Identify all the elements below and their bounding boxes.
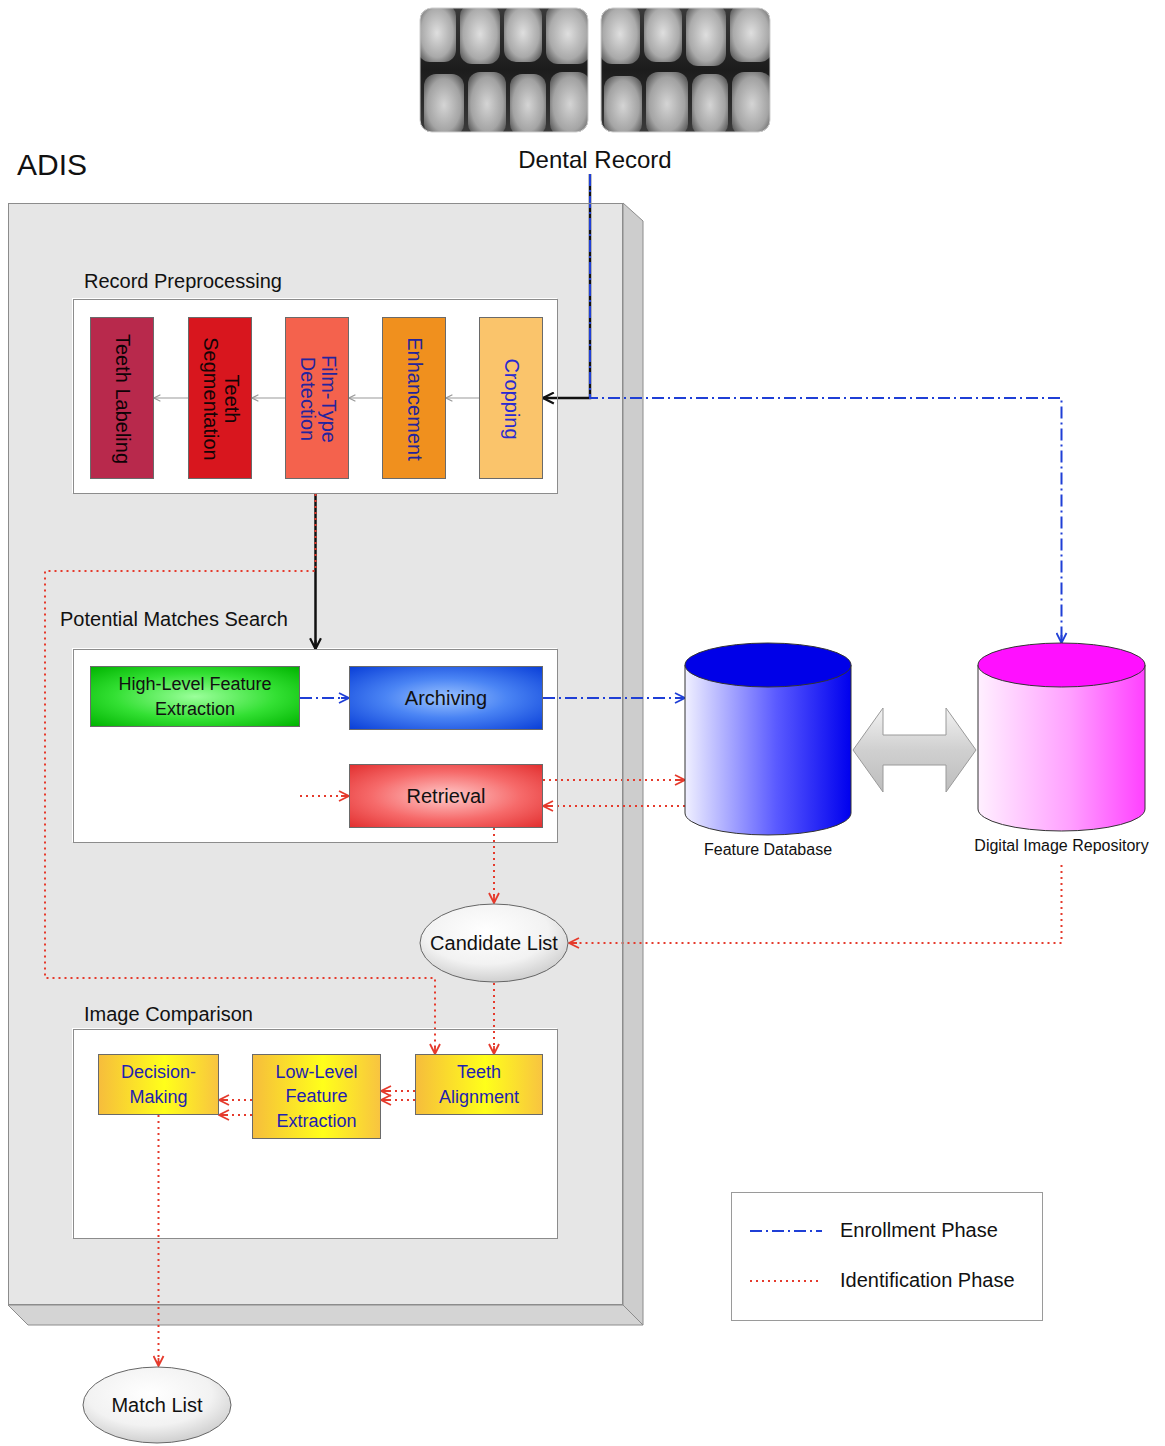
connector [219,1114,252,1116]
line-sample [746,1216,826,1246]
line-sample [746,1266,826,1296]
legend-label: Enrollment Phase [840,1219,998,1242]
group-fill [72,298,557,493]
process-label: Cropping [480,318,544,480]
line-sample-stroke [750,1230,822,1232]
panel-bottom [8,1305,643,1325]
process-box: Retrieval [349,764,543,828]
process-label: Archiving [400,685,492,712]
group-box: Potential Matches SearchHigh-Level Featu… [73,649,558,843]
cylinder-body [978,665,1145,831]
process-label: Teeth Labeling [91,318,155,480]
process-box: Decision-Making [98,1054,219,1115]
process-box: Archiving [349,666,543,730]
cylinder-shape [978,643,1145,831]
process-label: Teeth Segmentation [189,318,253,480]
connector [381,1090,415,1092]
ellipse-label: Candidate List [430,930,558,956]
connector [349,398,382,399]
legend: Enrollment PhaseIdentification Phase [731,1192,1043,1321]
panel-fill [8,203,623,1305]
database-label: Digital Image Repository [974,837,1148,855]
process-label: Enhancement [383,318,447,480]
connector [493,828,495,903]
group-heading: Potential Matches Search [60,608,288,631]
group-fill [72,1028,557,1238]
database-label: Feature Database [704,841,832,859]
connector [300,795,349,797]
system-panel: ADISRecord PreprocessingCroppingEnhancem… [8,203,623,1305]
data-ellipse: Match List [82,1366,232,1444]
connector [446,398,479,399]
panel-side [623,203,643,1325]
group-box: Image ComparisonDecision-MakingLow-Level… [73,1029,558,1239]
legend-label: Identification Phase [840,1269,1015,1292]
process-label: Low-Level Feature Extraction [253,1060,380,1133]
ellipse-outline [83,1367,231,1443]
group-box: Record PreprocessingCroppingEnhancementF… [73,299,558,494]
process-box: Teeth Labeling [90,317,154,479]
process-label: Film-Type Detection [286,318,350,480]
process-box: Cropping [479,317,543,479]
connector [543,805,685,807]
legend-row: Enrollment Phase [732,1216,1042,1246]
cylinder-body [685,665,851,835]
legend-row: Identification Phase [732,1266,1042,1296]
connector [154,398,188,399]
process-label: High-Level Feature Extraction [91,672,299,721]
process-label: Decision-Making [99,1060,218,1109]
process-box: High-Level Feature Extraction [90,666,300,727]
connector [543,174,590,398]
data-ellipse: Candidate List [419,903,569,983]
connector [543,779,685,781]
connector [219,1099,252,1101]
connector [590,174,1062,643]
process-box: Teeth Alignment [415,1054,543,1115]
process-label: Retrieval [402,783,491,810]
process-box: Enhancement [382,317,446,479]
database-cylinder: Feature Database [685,643,851,835]
group-heading: Record Preprocessing [84,270,282,293]
xray-image [601,8,770,132]
connector [300,697,349,699]
connector [381,1099,415,1101]
line-sample-stroke [750,1280,822,1282]
panel-title: ADIS [17,148,87,182]
group-fill [72,648,557,842]
ellipse-outline [420,904,568,982]
process-box: Film-Type Detection [285,317,349,479]
cylinder-top [685,643,851,687]
xray-image [420,8,588,132]
process-box: Low-Level Feature Extraction [252,1054,381,1139]
ellipse-label: Match List [111,1392,202,1418]
connector [493,983,495,1054]
node-label: Dental Record [420,146,770,174]
process-label: Teeth Alignment [416,1060,542,1109]
connector [314,494,317,649]
double-arrow [853,708,976,792]
image-node: Dental Record [420,8,770,174]
database-cylinder: Digital Image Repository [978,643,1145,831]
xray-frame [420,8,588,132]
cylinder-top [978,643,1145,687]
connector [569,865,1062,943]
group-heading: Image Comparison [84,1003,253,1026]
cylinder-shape [685,643,851,835]
connector [252,398,285,399]
process-box: Teeth Segmentation [188,317,252,479]
xray-frame [601,8,770,132]
connector [158,1115,160,1366]
connector [543,697,685,699]
